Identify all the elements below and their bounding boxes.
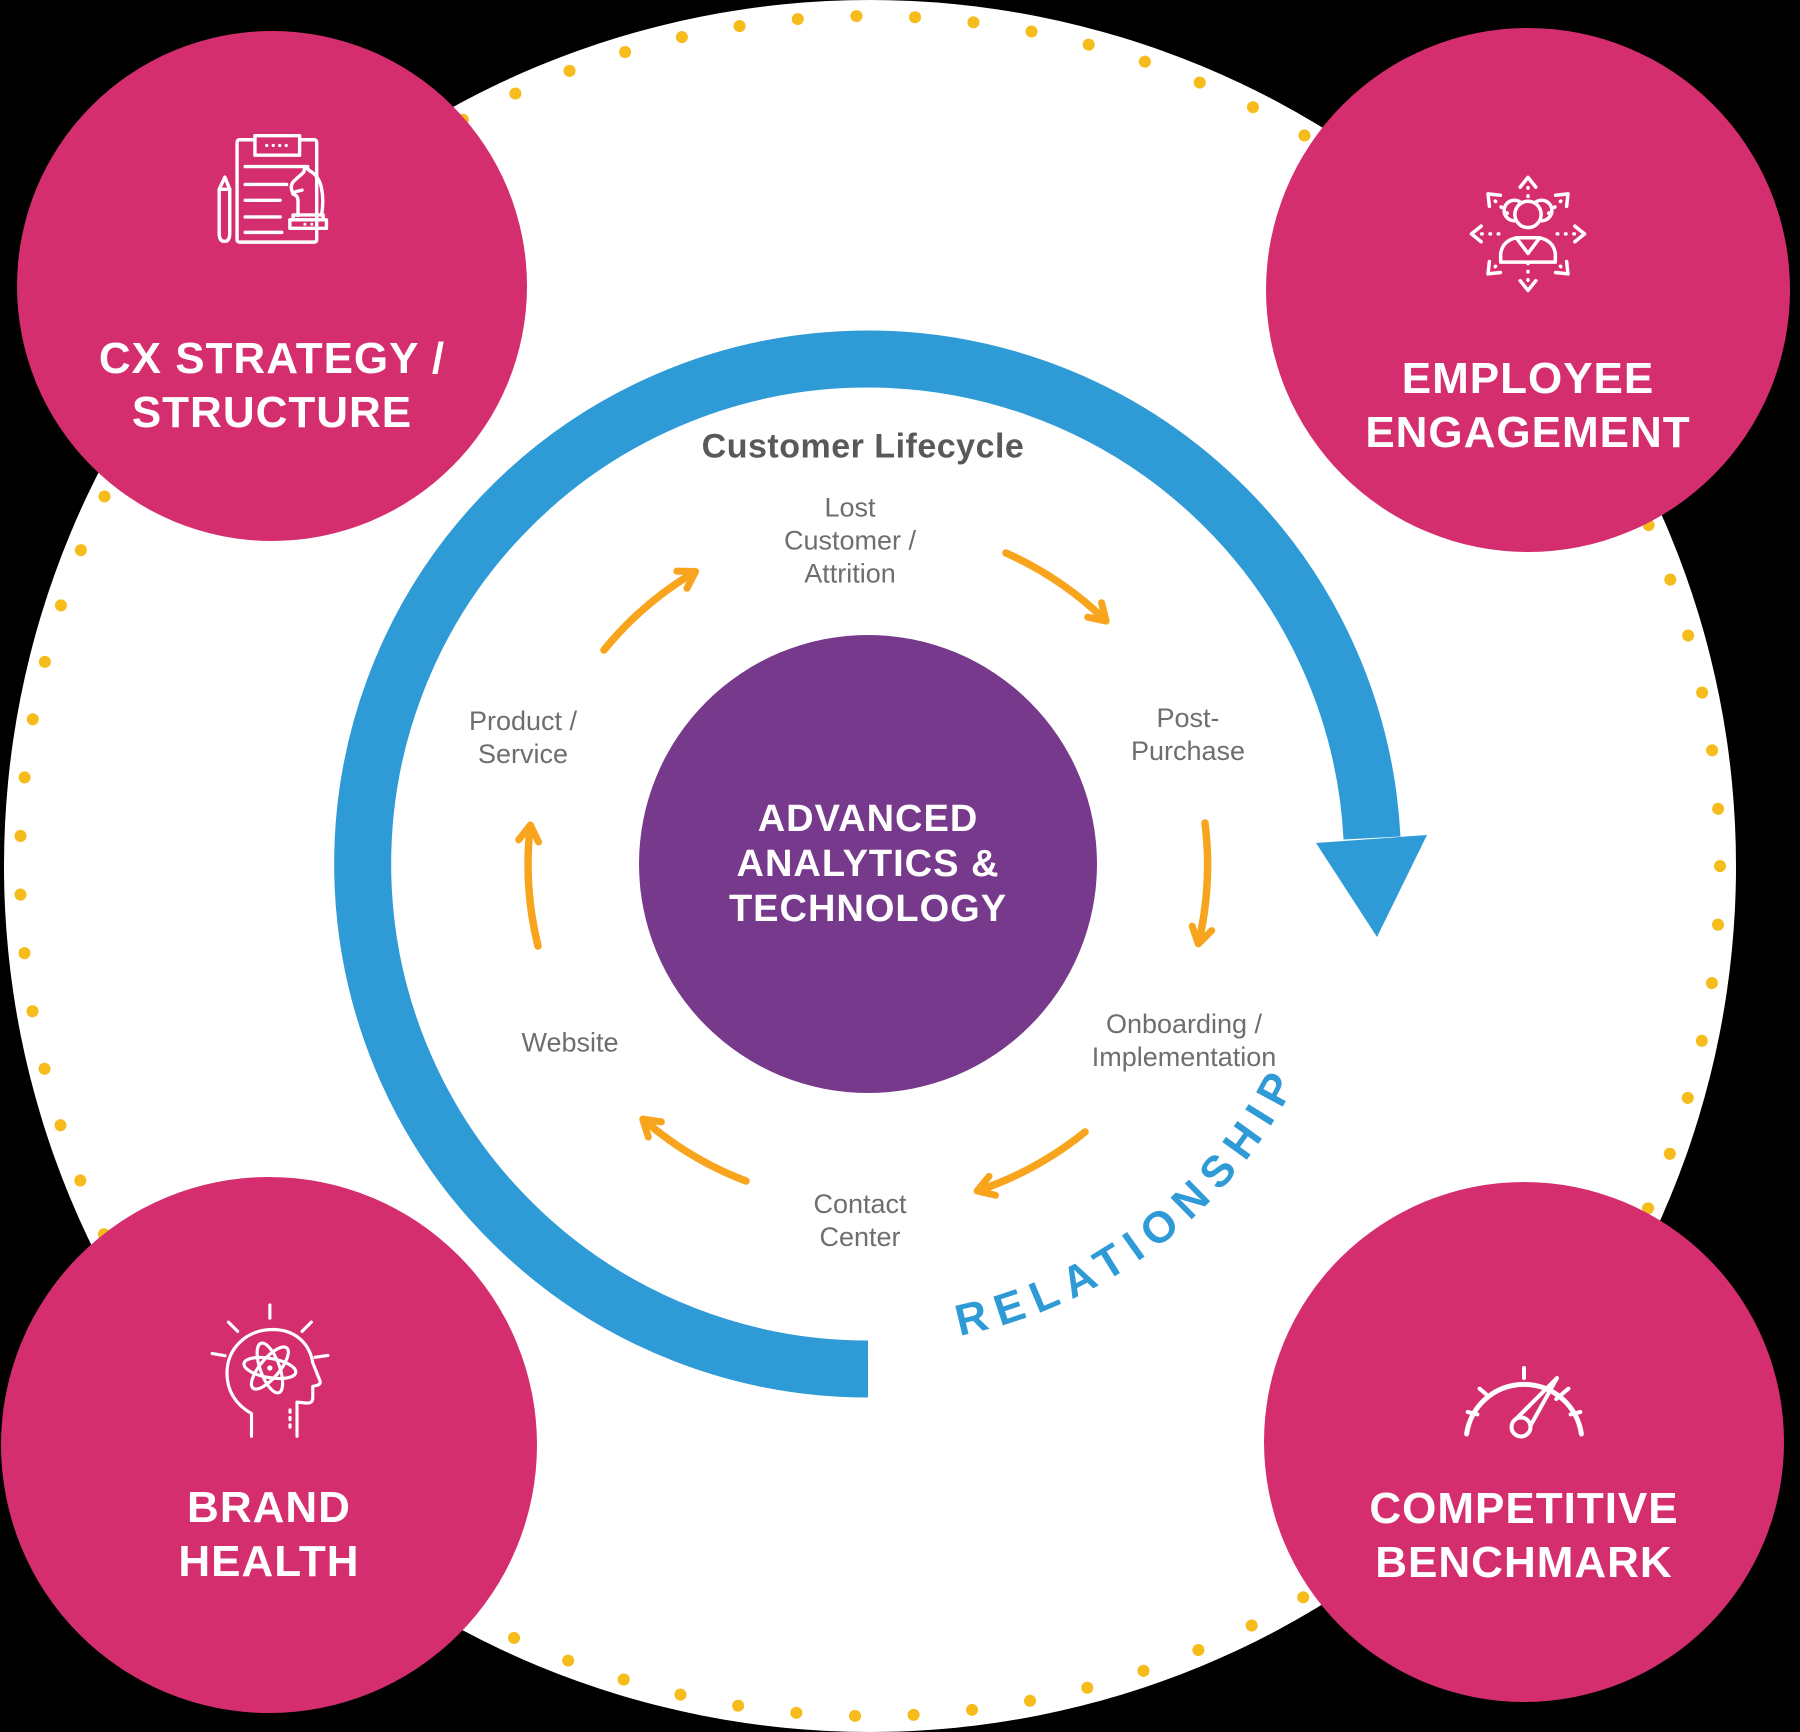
orange-arrow-lost-to-post (1002, 549, 1110, 625)
cx-strategy-structure-circle: CX STRATEGY / STRUCTURE (17, 31, 527, 541)
blue-cycle-arc (334, 330, 1401, 1398)
blue-cycle-arrowhead (1316, 835, 1427, 937)
brand-health-circle: BRAND HEALTH (1, 1177, 537, 1713)
employee-network-icon (1469, 175, 1587, 293)
advanced-analytics-circle: ADVANCED ANALYTICS & TECHNOLOGY (639, 635, 1097, 1093)
competitive-benchmark-circle: COMPETITIVE BENCHMARK (1264, 1182, 1784, 1702)
orange-arrow-post-to-onboarding (1188, 819, 1216, 948)
employee-engagement-title: EMPLOYEE ENGAGEMENT (1365, 354, 1691, 457)
stage-post-purchase: Post- Purchase (1130, 703, 1246, 766)
stage-contact-center: Contact Center (813, 1189, 907, 1252)
competitive-benchmark-title: COMPETITIVE BENCHMARK (1369, 1484, 1679, 1587)
mind-atom-icon (210, 1303, 330, 1438)
employee-engagement-circle: EMPLOYEE ENGAGEMENT (1266, 28, 1790, 552)
orange-arrow-onboarding-to-contact (973, 1128, 1089, 1199)
orange-arrow-contact-to-website (639, 1115, 750, 1185)
benchmark-gauge-icon (1464, 1366, 1584, 1439)
orange-arrow-website-to-product (515, 821, 543, 950)
cx-strategy-structure-title: CX STRATEGY / STRUCTURE (98, 334, 446, 437)
stage-lost-customer-attrition: Lost Customer / Attrition (783, 492, 917, 589)
yellow-dotted-ring (14, 10, 1726, 1722)
strategy-clipboard-knight-icon (217, 133, 329, 244)
stage-product-service: Product / Service (468, 706, 578, 769)
stage-onboarding-implementation: Onboarding / Implementation (1091, 1009, 1277, 1072)
customer-lifecycle-title: Customer Lifecycle (701, 427, 1025, 466)
orange-arrow-product-to-lost (600, 567, 700, 654)
advanced-analytics-title: ADVANCED ANALYTICS & TECHNOLOGY (728, 797, 1008, 930)
brand-health-title: BRAND HEALTH (178, 1483, 360, 1586)
relationship-arc-label: RELATIONSHIP (950, 1056, 1308, 1346)
stage-website: Website (521, 1027, 619, 1058)
